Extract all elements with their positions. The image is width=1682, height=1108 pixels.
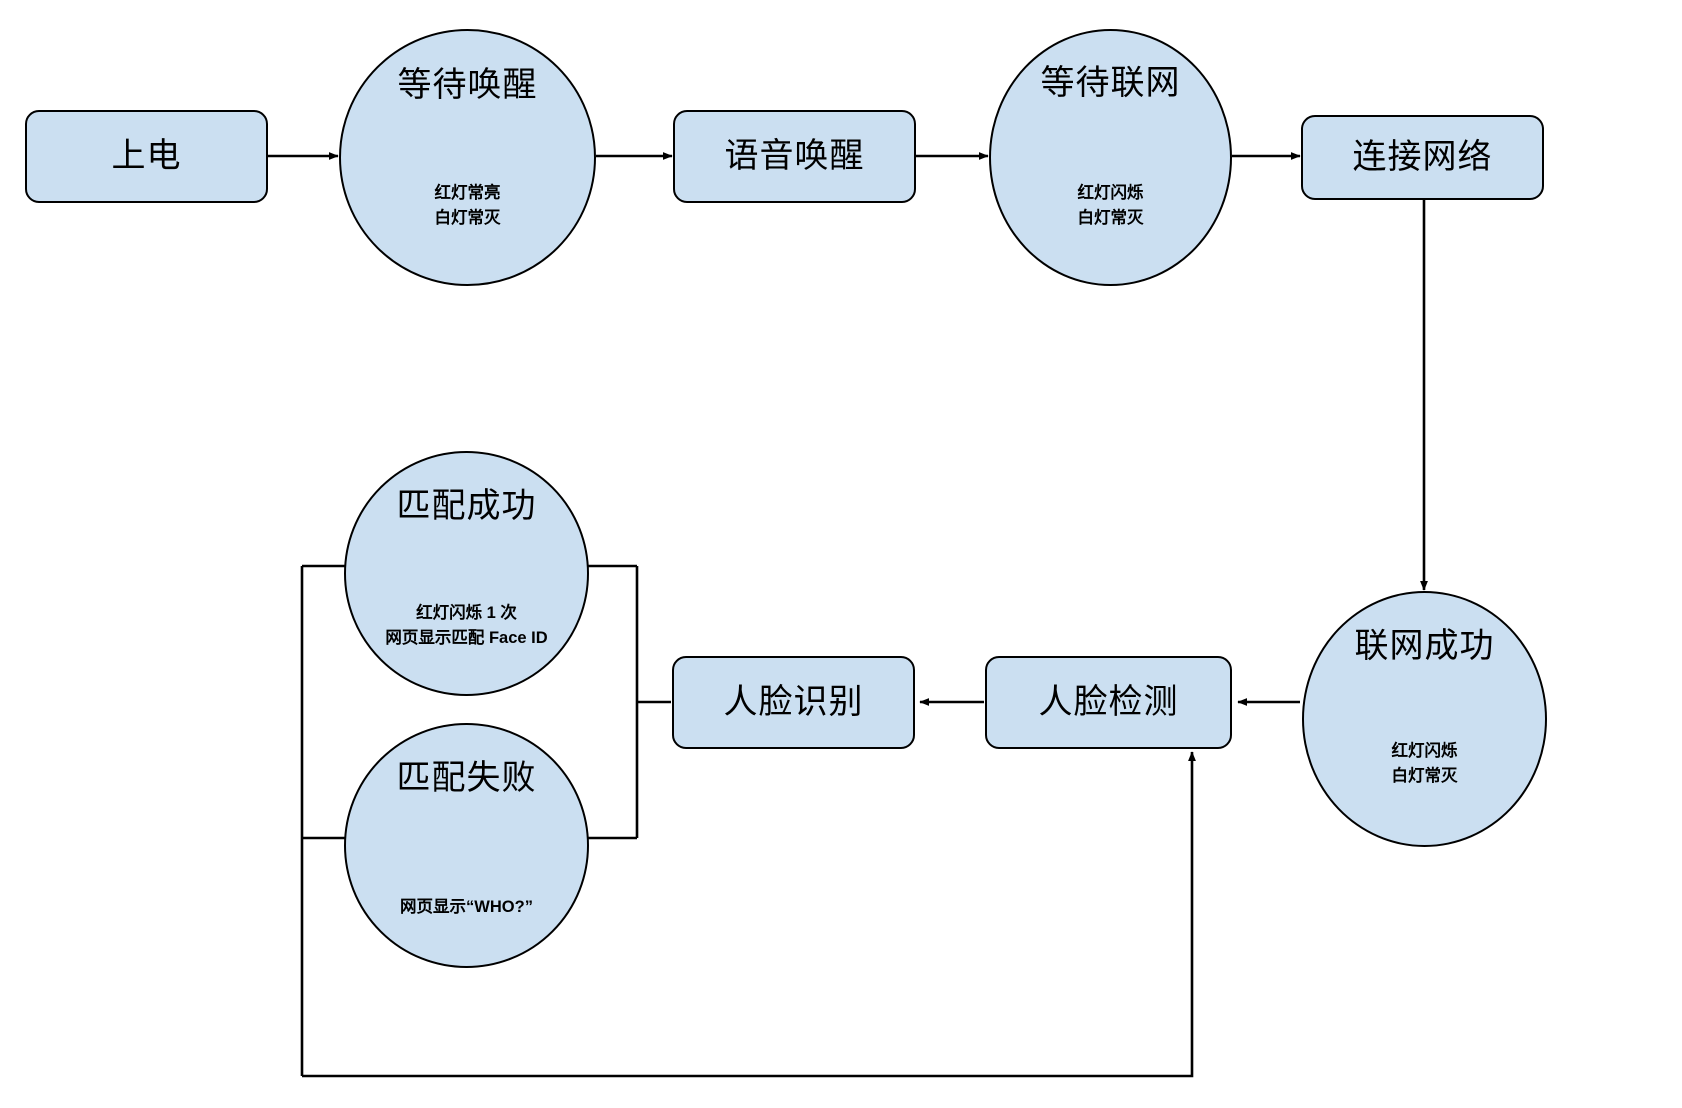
node-match-fail-title: 匹配失败 (396, 758, 537, 797)
node-face-recognize[interactable]: 人脸识别 (672, 656, 915, 749)
node-network-success-title: 联网成功 (1354, 626, 1495, 665)
node-wait-network-sub: 红灯闪烁 白灯常灭 (1077, 184, 1144, 227)
node-power-on[interactable]: 上电 (25, 110, 268, 203)
node-power-on-title: 上电 (111, 136, 182, 175)
node-face-detect-title: 人脸检测 (1038, 682, 1179, 721)
node-connect-network[interactable]: 连接网络 (1301, 115, 1544, 200)
node-match-success-sub: 红灯闪烁 1 次 网页显示匹配 Face ID (385, 604, 548, 647)
node-face-recognize-title: 人脸识别 (723, 682, 864, 721)
node-match-success[interactable]: 匹配成功 红灯闪烁 1 次 网页显示匹配 Face ID (344, 451, 589, 696)
node-match-fail[interactable]: 匹配失败 网页显示“WHO?” (344, 723, 589, 968)
node-match-fail-sub: 网页显示“WHO?” (400, 898, 533, 916)
node-face-detect[interactable]: 人脸检测 (985, 656, 1232, 749)
node-voice-wake-title: 语音唤醒 (724, 136, 865, 175)
node-network-success[interactable]: 联网成功 红灯闪烁 白灯常灭 (1302, 591, 1547, 847)
node-wait-network[interactable]: 等待联网 红灯闪烁 白灯常灭 (989, 29, 1232, 286)
node-match-success-title: 匹配成功 (396, 486, 537, 525)
node-wait-network-title: 等待联网 (1040, 64, 1181, 103)
node-wait-wake[interactable]: 等待唤醒 红灯常亮 白灯常灭 (339, 29, 596, 286)
node-wait-wake-title: 等待唤醒 (397, 66, 538, 105)
edge-face-recognize-branch (635, 566, 671, 838)
node-connect-network-title: 连接网络 (1352, 137, 1493, 176)
node-wait-wake-sub: 红灯常亮 白灯常灭 (434, 184, 501, 227)
node-network-success-sub: 红灯闪烁 白灯常灭 (1391, 742, 1458, 785)
node-voice-wake[interactable]: 语音唤醒 (673, 110, 916, 203)
